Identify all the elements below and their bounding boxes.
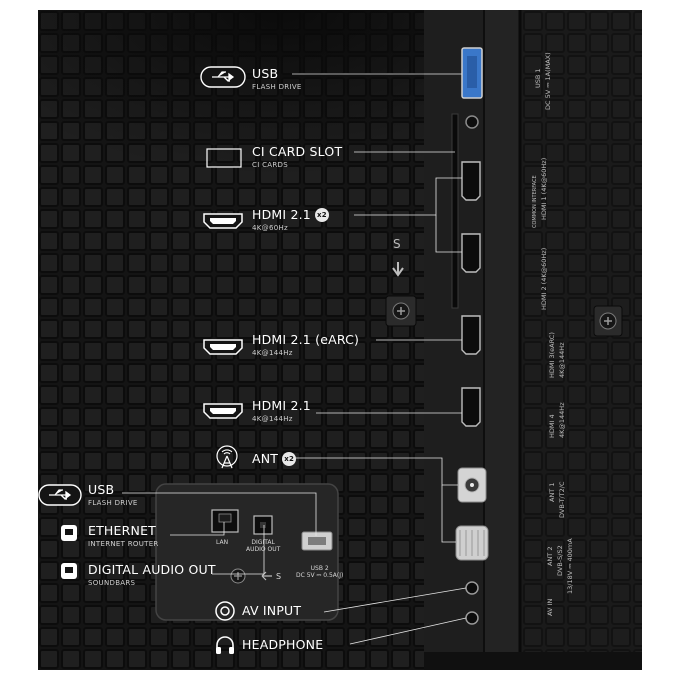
tv-rear-panel: USB FLASH DRIVE CI CARD SLOT CI CARDS HD… — [38, 10, 642, 670]
ci-card-icon — [206, 148, 242, 168]
digital-audio-subtitle: SOUNDBARS — [88, 578, 136, 587]
ant-count-badge: x2 — [282, 452, 297, 466]
usb-bottom-subtitle: FLASH DRIVE — [88, 498, 138, 507]
headphone-title: HEADPHONE — [242, 637, 324, 652]
side-hdmi2-text: HDMI 2 (4K@60Hz) — [540, 247, 548, 310]
av-input-label: AV INPUT — [242, 603, 302, 618]
hdmi-single-label: HDMI 2.1 4K@144Hz — [252, 398, 311, 423]
slot-marker-s: S — [393, 237, 401, 251]
usb-top-subtitle: FLASH DRIVE — [252, 82, 302, 91]
side-hdmi3-text: HDMI 3(eARC) — [548, 332, 556, 378]
side-hdmi1-text: HDMI 1 (4K@60Hz) — [540, 157, 548, 220]
usb-top-label: USB FLASH DRIVE — [252, 66, 302, 91]
ci-card-label: CI CARD SLOT CI CARDS — [252, 144, 343, 169]
usb-icon — [200, 66, 246, 88]
hdmi-earc-label: HDMI 2.1 (eARC) 4K@144Hz — [252, 332, 360, 357]
hdmi-single-subtitle: 4K@144Hz — [252, 414, 293, 423]
optical-audio-icon — [61, 563, 77, 579]
ethernet-label: ETHERNET INTERNET ROUTER — [88, 523, 159, 548]
hdmi-icon — [203, 403, 243, 419]
ethernet-icon — [61, 525, 77, 541]
hdmi-earc-subtitle: 4K@144Hz — [252, 348, 293, 357]
digital-audio-port-text: DIGITAL AUDIO OUT — [246, 539, 281, 553]
digital-audio-label: DIGITAL AUDIO OUT SOUNDBARS — [88, 562, 216, 587]
side-hdmi4-rate-text: 4K@144Hz — [558, 402, 566, 438]
lan-port-text: LAN — [216, 539, 229, 546]
side-av-in-text: AV IN — [546, 598, 554, 616]
side-ant1-text: ANT 1 — [548, 482, 556, 502]
hdmi-x2-title: HDMI 2.1 — [252, 207, 311, 222]
av-input-icon — [215, 601, 235, 621]
ethernet-title: ETHERNET — [88, 523, 157, 538]
headphone-icon — [216, 636, 234, 654]
side-hdmi3-rate-text: 4K@144Hz — [558, 342, 566, 378]
hdmi-single-title: HDMI 2.1 — [252, 398, 311, 413]
hdmi-x2-subtitle: 4K@60Hz — [252, 224, 288, 232]
antenna-icon — [216, 445, 238, 469]
ci-card-title: CI CARD SLOT — [252, 144, 343, 159]
usb-icon — [38, 484, 82, 506]
hdmi-icon — [203, 339, 243, 355]
hdmi-count-badge: x2 — [314, 208, 329, 222]
usb-bottom-title: USB — [88, 482, 115, 497]
hdmi-icon — [203, 213, 243, 229]
hdmi-earc-title: HDMI 2.1 (eARC) — [252, 332, 360, 347]
ethernet-subtitle: INTERNET ROUTER — [88, 539, 159, 548]
digital-audio-title: DIGITAL AUDIO OUT — [88, 562, 216, 577]
av-input-title: AV INPUT — [242, 603, 302, 618]
side-usb1-power-text: DC 5V ⎓ 1A(MAX) — [544, 52, 552, 110]
panel-screw-s: S — [276, 572, 282, 581]
side-usb1-text: USB 1 — [534, 68, 542, 88]
side-ant2-power-text: 13/18V ⎓ 400mA — [566, 538, 574, 594]
usb-top-title: USB — [252, 66, 279, 81]
ant-title: ANT — [252, 451, 279, 466]
side-ant2-std-text: DVB-S/S2 — [556, 545, 564, 576]
side-hdmi4-text: HDMI 4 — [548, 414, 556, 438]
ci-card-subtitle: CI CARDS — [252, 160, 288, 169]
side-ant2-text: ANT 2 — [546, 546, 554, 566]
side-common-interface-text: COMMON INTERFACE — [532, 175, 538, 228]
headphone-label: HEADPHONE — [242, 637, 324, 652]
usb-bottom-label: USB FLASH DRIVE — [88, 482, 138, 507]
tv-back-illustration — [38, 10, 642, 670]
usb2-port-text: USB 2 DC 5V ⎓ 0.5A(J) — [296, 565, 344, 579]
side-ant1-std-text: DVB-T/T2/C — [558, 481, 566, 518]
